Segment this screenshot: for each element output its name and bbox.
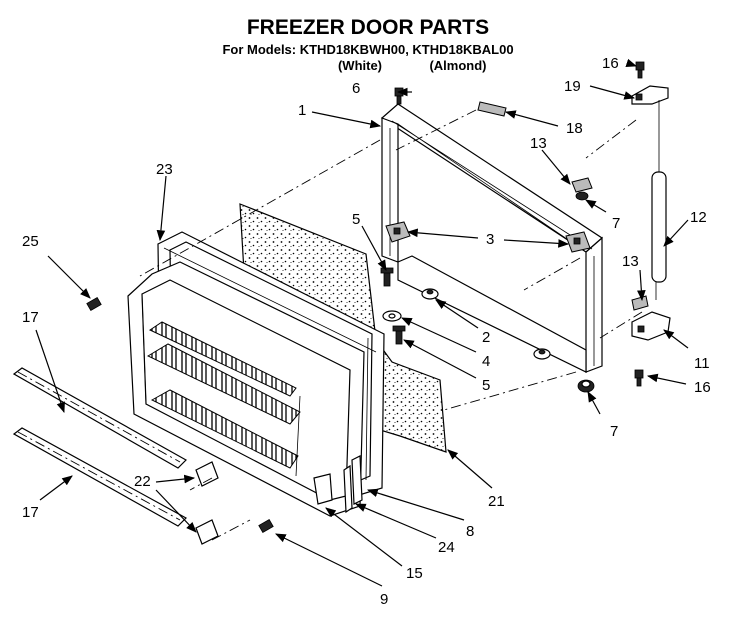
door-stop-bushing-top (575, 191, 589, 201)
door-foot-right (533, 348, 551, 360)
callout-8: 8 (466, 523, 474, 540)
callout-13a: 13 (530, 135, 547, 152)
callout-13b: 13 (622, 253, 639, 270)
screw-5 (380, 267, 394, 287)
callout-17a: 17 (22, 309, 39, 326)
door-screw-top (394, 87, 404, 105)
callout-17b: 17 (22, 504, 39, 521)
door-hinge-bracket-right (565, 231, 591, 253)
hinge-screw-top-16 (635, 61, 645, 79)
shelf-end-cap-upper (195, 461, 219, 487)
callout-1: 1 (298, 102, 306, 119)
callout-7b: 7 (610, 423, 618, 440)
door-stop-bushing-bottom (577, 379, 595, 393)
models-line: For Models: KTHD18KBWH00, KTHD18KBAL00 (222, 42, 513, 57)
callout-15: 15 (406, 565, 423, 582)
callout-21: 21 (488, 493, 505, 510)
model-color-white: (White) (338, 58, 382, 73)
callout-12: 12 (690, 209, 707, 226)
breaker-strip-15 (313, 473, 333, 505)
door-shelf-rail-lower (12, 427, 187, 527)
washer-4 (382, 310, 402, 322)
screw-25 (86, 296, 102, 312)
screw-5b (392, 325, 406, 345)
breaker-strip-24 (343, 464, 353, 514)
breaker-strip-8 (351, 455, 363, 505)
hinge-shim-13 (631, 295, 649, 311)
door-foot-left (421, 288, 439, 300)
callout-24: 24 (438, 539, 455, 556)
screw-9 (258, 518, 274, 534)
callout-labels: 1 6 18 13 7 3 3 5 2 4 5 7 16 19 12 13 11… (22, 55, 711, 608)
callout-25: 25 (22, 233, 39, 250)
hinge-top-19 (631, 85, 669, 105)
callout-22: 22 (134, 473, 151, 490)
model-color-almond: (Almond) (429, 58, 486, 73)
callout-23: 23 (156, 161, 173, 178)
callout-4: 4 (482, 353, 490, 370)
hinge-screw-bottom-16 (634, 369, 644, 387)
handle-clip-13 (571, 177, 593, 193)
nameplate-18 (477, 101, 507, 117)
leader-arrows (35, 58, 689, 587)
callout-11: 11 (694, 355, 710, 372)
callout-19: 19 (564, 78, 581, 95)
callout-3a: 3 (486, 231, 494, 248)
callout-16a: 16 (602, 55, 619, 72)
callout-2: 2 (482, 329, 490, 346)
inner-door-liner (127, 261, 365, 517)
callout-6: 6 (352, 80, 360, 97)
callout-18: 18 (566, 120, 583, 137)
hinge-bottom-11 (631, 311, 671, 341)
callout-3b: 3 (489, 231, 497, 248)
hinge-pin-rod-12 (651, 100, 667, 300)
outer-door-panel (381, 103, 603, 373)
callout-7a: 7 (612, 215, 620, 232)
shelf-end-cap-lower (195, 519, 219, 545)
callout-5b: 5 (482, 377, 490, 394)
callout-5a: 5 (352, 211, 360, 228)
callout-16b: 16 (694, 379, 711, 396)
diagram-title: FREEZER DOOR PARTS (247, 16, 489, 39)
callout-9: 9 (380, 591, 388, 608)
alignment-lines (139, 109, 643, 541)
